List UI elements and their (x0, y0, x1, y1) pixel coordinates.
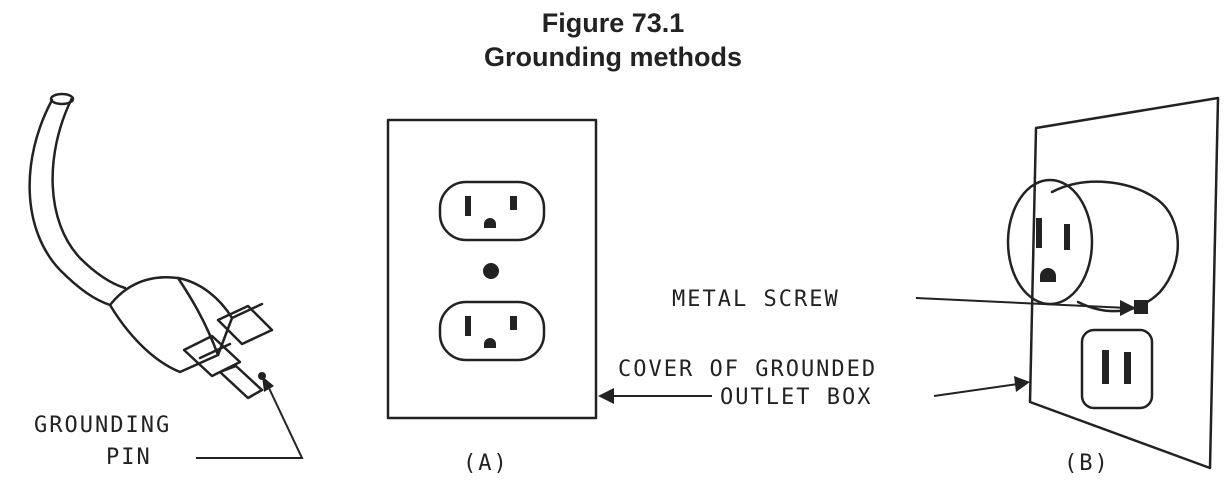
outlet-cover-a (386, 118, 598, 420)
grounding-pin-label-line1: GROUNDING (34, 413, 171, 438)
plug-body (108, 276, 234, 374)
plug-cord-outer (28, 98, 112, 307)
cover-arrowhead-left (598, 388, 614, 404)
grounding-pin-leader (196, 385, 304, 459)
receptacle-top-ground-hole (484, 218, 496, 228)
receptacle-top-slot-left (465, 196, 471, 216)
receptacle-top (438, 180, 546, 242)
adapter-slot-right (1064, 224, 1070, 250)
plug-prong-left-edge (198, 342, 232, 360)
grounding-pin-label-line2: PIN (106, 445, 152, 470)
cover-arrowhead-right (1014, 376, 1030, 392)
wall-plate-b (1006, 96, 1220, 470)
plug-prong-top-edge (230, 302, 264, 320)
figure-number: Figure 73.1 (541, 8, 685, 38)
lower-outlet-slot-right (1124, 352, 1131, 384)
figure-title: Grounding methods (484, 42, 742, 72)
metal-screw-arrowhead (1120, 300, 1136, 316)
metal-screw-label: METAL SCREW (672, 287, 840, 312)
grounding-pin-arrowhead (262, 376, 274, 392)
panel-b-label: (B) (1064, 451, 1110, 476)
plug-prong-top (216, 304, 274, 346)
lower-outlet (1080, 328, 1154, 410)
panel-a-label: (A) (463, 451, 509, 476)
receptacle-bottom-ground-hole (484, 338, 496, 348)
plug-cord-inner (51, 96, 127, 290)
receptacle-bottom (438, 300, 546, 362)
wall-plate (1028, 96, 1220, 470)
receptacle-top-slot-right (510, 196, 517, 210)
three-prong-plug (28, 92, 304, 459)
adapter-face (1006, 178, 1094, 306)
plug-cord-end (49, 92, 75, 106)
cover-label-line2: OUTLET BOX (720, 385, 872, 410)
lower-outlet-slot-left (1102, 350, 1109, 384)
plug-prong-left (182, 334, 242, 378)
adapter-slot-left (1036, 218, 1042, 248)
cover-label-line1: COVER OF GROUNDED (618, 357, 877, 382)
plug-grounding-pin (218, 364, 264, 400)
adapter-cylinder-body (1050, 180, 1180, 313)
outlet-cover-plate (386, 118, 598, 420)
receptacle-bottom-slot-right (510, 316, 517, 330)
plug-face-edge (176, 276, 220, 357)
receptacle-bottom-slot-left (465, 316, 471, 336)
cover-leader-right (933, 383, 1019, 397)
cover-center-screw (483, 263, 499, 279)
adapter-ground-hole (1040, 268, 1056, 282)
metal-screw-leader (915, 297, 1129, 309)
metal-screw (1134, 300, 1148, 314)
